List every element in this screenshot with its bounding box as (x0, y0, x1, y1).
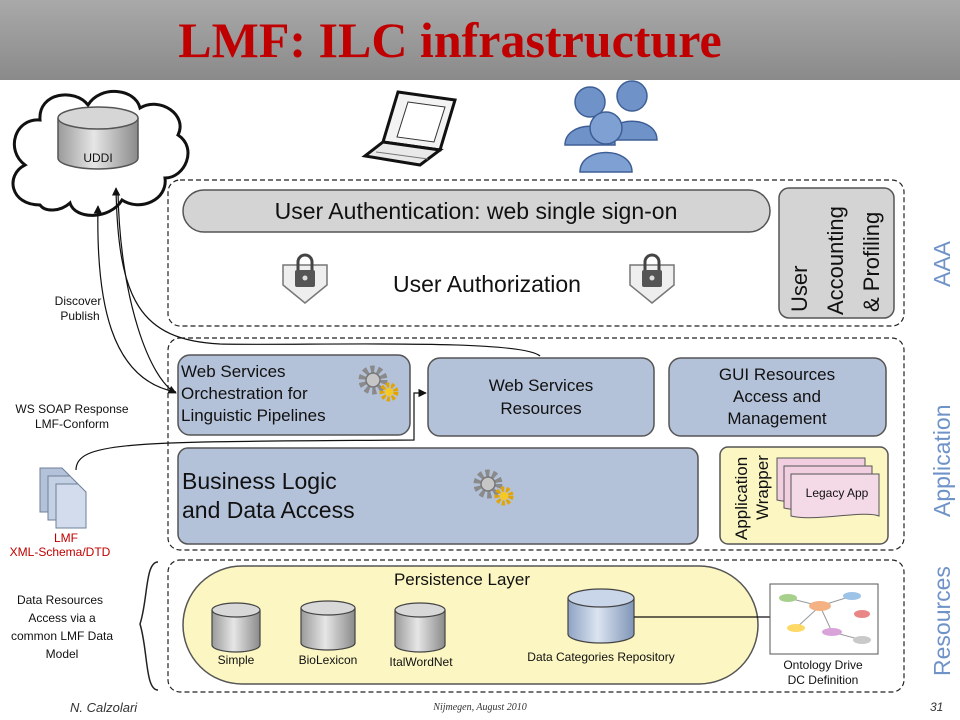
publish-arrow (111, 187, 541, 357)
uddi-cloud: UDDI (11, 89, 190, 217)
footer-page-number: 31 (930, 700, 944, 714)
uddi-database-icon (57, 106, 139, 170)
discover-line-2: Publish (60, 309, 99, 323)
data-access-line-3: common LMF Data (11, 629, 113, 643)
gui-line-1: GUI Resources (719, 365, 835, 384)
ontology-line-1: Ontology Drive (783, 658, 863, 672)
authorization-label: User Authorization (393, 271, 581, 297)
accounting-line-3: & Profiling (859, 212, 884, 312)
uddi-to-orchestration-arrow (117, 191, 177, 394)
ws-resources-box (427, 357, 655, 437)
document-stack-icon (39, 467, 87, 529)
ontology-line-2: DC Definition (788, 673, 859, 687)
wrapper-line-1: Application (732, 457, 751, 540)
lock-icon (628, 253, 676, 305)
lmf-schema-line-2: XML-Schema/DTD (10, 545, 111, 559)
schema-to-ws-arrow (75, 388, 427, 471)
discover-line-1: Discover (55, 294, 102, 308)
aaa-layer-label: AAA (929, 240, 955, 287)
business-logic-box (177, 447, 699, 545)
dc-repository-label: Data Categories Repository (527, 650, 674, 664)
application-layer-frame (167, 337, 905, 551)
discover-arrow (93, 205, 177, 393)
ws-resources-line-2: Resources (500, 399, 581, 418)
orchestration-line-3: Linguistic Pipelines (181, 406, 326, 425)
data-access-line-4: Model (46, 647, 79, 661)
application-layer-label: Application (929, 404, 955, 517)
footer-event: Nijmegen, August 2010 (433, 702, 527, 713)
lmf-schema-line-1: LMF (54, 531, 78, 545)
footer-author: N. Calzolari (70, 700, 138, 715)
orchestration-line-2: Orchestration for (181, 384, 308, 403)
accounting-line-2: Accounting (823, 206, 848, 315)
uddi-label: UDDI (83, 151, 112, 165)
sso-label: User Authentication: web single sign-on (275, 198, 678, 224)
resources-layer-label: Resources (929, 566, 955, 676)
database-label: BioLexicon (299, 653, 358, 667)
orchestration-box (177, 354, 411, 436)
database-label: Simple (218, 653, 255, 667)
header-bar (0, 0, 960, 80)
accounting-box (778, 187, 895, 319)
lock-icon (281, 253, 329, 305)
ontology-graph-icon (769, 583, 879, 655)
users-group-icon (564, 80, 658, 173)
aaa-layer-frame (167, 179, 905, 327)
page-title: LMF: ILC infrastructure (178, 12, 722, 68)
resources-layer-frame (167, 559, 905, 693)
data-access-line-2: Access via a (28, 611, 96, 625)
resources-brace (139, 561, 159, 691)
database-icon (300, 600, 356, 651)
ws-soap-line-2: LMF-Conform (35, 417, 109, 431)
database-icon (211, 602, 261, 653)
sso-box (182, 189, 771, 233)
database-label: ItalWordNet (389, 655, 453, 669)
legacy-app-stack (776, 457, 880, 519)
gui-line-3: Management (727, 409, 827, 428)
laptop-icon (361, 90, 457, 167)
gui-box (668, 357, 887, 437)
gui-line-2: Access and (733, 387, 821, 406)
accounting-line-1: User (787, 266, 812, 312)
business-logic-line-2: and Data Access (182, 497, 355, 523)
database-icon (394, 602, 446, 653)
ws-resources-line-1: Web Services (489, 376, 594, 395)
wrapper-line-2: Wrapper (753, 455, 772, 520)
data-access-line-1: Data Resources (17, 593, 103, 607)
ws-soap-line-1: WS SOAP Response (15, 402, 128, 416)
orchestration-line-1: Web Services (181, 362, 286, 381)
legacy-app-label: Legacy App (806, 486, 869, 500)
business-logic-line-1: Business Logic (182, 468, 337, 494)
dc-repository-database-icon (567, 588, 635, 644)
persistence-label: Persistence Layer (394, 570, 530, 589)
